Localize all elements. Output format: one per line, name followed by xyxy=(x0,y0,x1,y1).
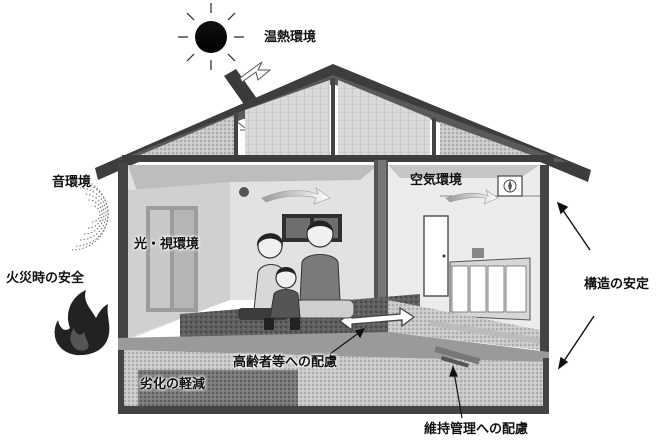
label-pointers xyxy=(329,328,463,419)
ventilation-fan-icon xyxy=(497,175,523,197)
label-consideration-for-elderly: 高齢者等への配慮 xyxy=(233,355,338,370)
label-light-visual-environment: 光・視環境 xyxy=(134,237,200,252)
flame-icon xyxy=(54,290,110,356)
roof xyxy=(95,64,591,182)
family-figures xyxy=(238,220,355,330)
structure-arrows xyxy=(556,201,595,370)
label-sound-environment: 音環境 xyxy=(52,175,92,190)
airflow-arrows xyxy=(261,187,499,205)
label-deterioration-reduction: 劣化の軽減 xyxy=(140,377,206,392)
label-air-environment: 空気環境 xyxy=(410,173,463,188)
label-thermal-environment: 温熱環境 xyxy=(264,30,317,45)
label-structural-stability: 構造の安定 xyxy=(584,277,650,292)
sun-icon xyxy=(178,3,244,70)
label-maintenance-consideration: 維持管理への配慮 xyxy=(424,422,529,437)
label-fire-safety: 火災時の安全 xyxy=(6,271,85,286)
sound-waves-icon xyxy=(71,177,109,251)
